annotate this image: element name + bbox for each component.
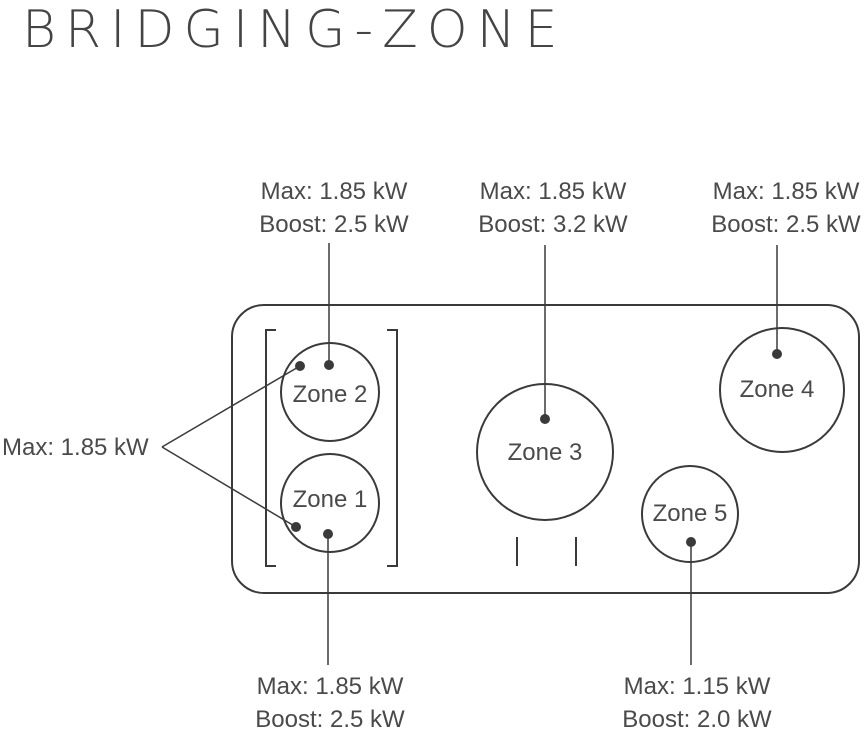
dot-zone-4: [772, 349, 782, 359]
callout-bridge-max: Max: 1.85 kW: [2, 434, 149, 461]
zone-2-circle: [280, 342, 380, 442]
zone-1-label: Zone 1: [293, 486, 368, 513]
dot-bridge-upper: [295, 361, 305, 371]
callout-zone-5-boost: Boost: 2.0 kW: [622, 706, 772, 730]
leader-bridge-upper: [161, 365, 301, 448]
dot-zone-3: [540, 414, 550, 424]
callout-zone-2-max: Max: 1.85 kW: [261, 178, 408, 205]
callout-zone-3-max: Max: 1.85 kW: [480, 178, 627, 205]
callout-zone-3-boost: Boost: 3.2 kW: [478, 211, 628, 238]
zone-4-label: Zone 4: [740, 376, 815, 403]
zone-2-label: Zone 2: [293, 381, 368, 408]
callout-zone-2-boost: Boost: 2.5 kW: [259, 211, 409, 238]
bridge-bracket-left: [265, 329, 276, 567]
zone-4-circle: [719, 327, 845, 453]
leader-bridge-lower: [161, 446, 297, 528]
dot-zone-5: [686, 537, 696, 547]
callout-zone-1-max: Max: 1.85 kW: [257, 673, 404, 700]
dot-zone-2: [324, 360, 334, 370]
zone-1-circle: [280, 453, 380, 553]
bridge-bracket-right: [387, 329, 398, 567]
callout-zone-5-max: Max: 1.15 kW: [624, 673, 771, 700]
zone-5-circle: [641, 465, 739, 563]
dot-bridge-lower: [291, 522, 301, 532]
page-title: BRIDGING-ZONE: [22, 0, 566, 60]
zone-5-label: Zone 5: [653, 500, 728, 527]
callout-zone-4-max: Max: 1.85 kW: [713, 178, 860, 205]
callout-zone-1-boost: Boost: 2.5 kW: [255, 706, 405, 730]
callout-zone-4-boost: Boost: 2.5 kW: [711, 211, 861, 238]
dot-zone-1: [323, 529, 333, 539]
zone-3-label: Zone 3: [508, 439, 583, 466]
